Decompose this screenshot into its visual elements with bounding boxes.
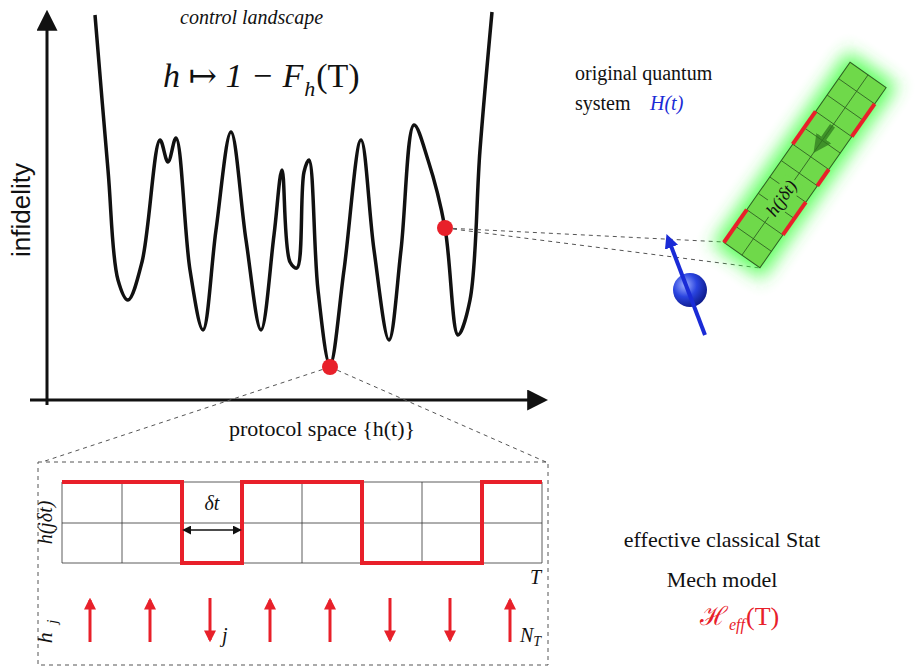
formula-subscript: h	[304, 76, 315, 101]
spin	[668, 238, 707, 335]
landscape-curve	[95, 12, 492, 365]
step-label: δt	[205, 492, 220, 515]
axis-label: protocol space {h(t)}	[226, 416, 418, 441]
plot-title: control landscape	[180, 6, 323, 29]
inset-axis-label: h(jδt)	[34, 500, 57, 544]
hamiltonian-label: H(t)	[650, 88, 683, 118]
index-label: j	[222, 624, 228, 647]
landscape-path	[95, 12, 492, 365]
subscript: j	[44, 620, 61, 624]
formula-argument: (T)	[316, 56, 359, 95]
inset	[38, 462, 548, 665]
model-label: effective classical Stat Mech model	[612, 520, 832, 600]
time-label: T	[530, 566, 541, 589]
formula: h ↦ 1 − F	[163, 56, 303, 95]
spin-axis-label: h	[31, 632, 56, 643]
zoom-lines	[42, 228, 760, 462]
hamiltonian-symbol: ℋ	[700, 602, 728, 632]
axes	[30, 14, 544, 405]
subscript: T	[533, 634, 541, 650]
spin-chain	[713, 51, 898, 279]
protocol-dots	[322, 220, 453, 375]
chain-label: h(jδt)	[761, 173, 804, 222]
count-label: N	[520, 624, 533, 647]
subscript: eff	[729, 616, 745, 634]
hamiltonian-argument: (T)	[746, 602, 779, 632]
axis-label: infidelity	[7, 163, 37, 257]
